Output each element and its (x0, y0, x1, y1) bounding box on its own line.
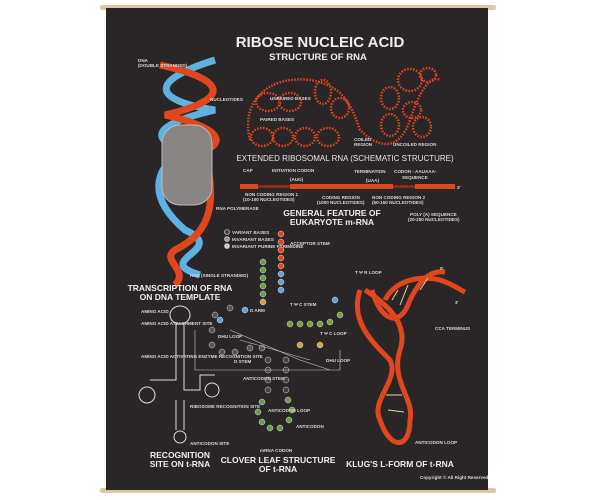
label-anticodon-loop: ANTICODON LOOP (268, 408, 310, 413)
ribosomal-title: EXTENDED RIBOSOMAL RNA (SCHEMATIC STRUCT… (236, 154, 454, 163)
label-3-prime-lform: 3' (455, 300, 459, 305)
label-d-arm: D ARM (250, 308, 265, 313)
lform-title: KLUG'S L-FORM OF t-RNA (346, 459, 454, 469)
label-double-stranded: (DOUBLE STRANDED) (138, 63, 188, 68)
label-termination: TERMINATION (354, 169, 386, 174)
legend-variant: VARIANT BASES (232, 230, 269, 235)
label-3-prime: 3' (457, 185, 461, 190)
label-rna-single: RNA (SINGLE STRANDED) (190, 273, 248, 278)
label-attachment-site: AMINO ACID ATTACHMENT SITE (141, 321, 212, 326)
label-tpsir-loop: T Ψ R LOOP (355, 270, 382, 275)
label-amino-acid: AMINO ACID (141, 309, 169, 314)
label-noncoding-1: NON CODING REGION 1 (245, 192, 299, 197)
label-acceptor-stem: ACCEPTOR STEM (290, 241, 330, 246)
dna-helix-illustration (155, 56, 220, 288)
label-sequence: SEQUENCE (402, 175, 428, 180)
label-coding-size: (1000 NUCLEOTIDES) (317, 200, 365, 205)
mrna-bar (240, 184, 455, 189)
cloverleaf-title: CLOVER LEAF STRUCTURE (221, 455, 336, 465)
legend-invariant: INVARIANT BASES (232, 237, 274, 242)
label-dhu-loop: DHU LOOP (218, 334, 242, 339)
label-anticodon-site: ANTICODON SITE (190, 441, 229, 446)
label-enzyme-recognition: AMINO ACID ACTIVATING ENZYME RECOGNITION… (141, 354, 263, 359)
label-anticodon-loop-lform: ANTICODON LOOP (415, 440, 457, 445)
poster-subtitle: STRUCTURE OF RNA (269, 52, 367, 63)
ribosomal-rna-illustration (246, 66, 441, 148)
label-uncoiled-region: UNCOILED REGION (393, 142, 437, 147)
label-cap: CAP (243, 168, 253, 173)
legend: VARIANT BASES INVARIANT BASES INVARIANT … (224, 229, 303, 249)
mrna-title-2: EUKARYOTE m-RNA (290, 217, 374, 227)
label-anticodon-stem: ANTICODON STEM (243, 376, 285, 381)
cloverleaf-title-2: OF t-RNA (259, 464, 297, 474)
label-dna: DNA (138, 58, 149, 63)
label-5-prime: 5' (440, 266, 444, 271)
label-tpsic-loop: T Ψ C LOOP (320, 331, 347, 336)
label-coiled: COILED (354, 137, 372, 142)
recognition-title: RECOGNITION (150, 450, 210, 460)
label-poly-a-size: (20-250 NUCLEOTIDES) (408, 217, 460, 222)
label-ribosome-recognition: RIBOSOME RECOGNITION SITE (190, 404, 260, 409)
label-rna-polymerase: RNA POLYMERASE (216, 206, 259, 211)
label-dhu-loop-2: DHU LOOP (326, 358, 350, 363)
copyright: Copyright © All Right Reserved (420, 474, 488, 480)
label-initiation-codon: INITIATION CODON (272, 168, 315, 173)
label-anticodon: ANTICODON (296, 424, 324, 429)
poster-title: RIBOSE NUCLEIC ACID (236, 34, 405, 51)
label-aug: (AUG) (290, 177, 304, 182)
label-paired-bases: PAIRED BASES (260, 117, 294, 122)
label-region: REGION (354, 142, 373, 147)
label-nucleotides: NUCLEOTIDES (210, 97, 243, 102)
label-noncoding-2-size: (50-150 NUCLEOTIDES) (372, 200, 424, 205)
transcription-title-2: ON DNA TEMPLATE (140, 292, 221, 302)
mrna-title: GENERAL FEATURE OF (283, 208, 380, 218)
label-codon-sequence: CODON - AAUAAA- (394, 169, 437, 174)
label-tpsic-stem: T Ψ C STEM (290, 302, 317, 307)
transcription-title: TRANSCRIPTION OF RNA (128, 283, 233, 293)
label-noncoding-1-size: (10-100 NUCLEOTIDES) (243, 197, 295, 202)
label-poly-a: POLY (A) SEQUENCE (410, 212, 457, 217)
cloverleaf-illustration (194, 230, 344, 432)
lform-illustration (354, 269, 467, 445)
recognition-title-2: SITE ON t-RNA (150, 459, 210, 469)
label-cca-terminus: CCA TERMINUS (435, 326, 470, 331)
recognition-site-illustration (138, 305, 220, 444)
label-unpaired-bases: UNPAIRED BASES (270, 96, 311, 101)
label-d-stem: D STEM (234, 359, 252, 364)
label-uaa: (UAA) (366, 178, 379, 183)
poster-background (106, 8, 488, 490)
label-noncoding-2: NON CODING REGION 2 (372, 195, 426, 200)
rna-polymerase-shape (161, 124, 213, 206)
label-mrna-codon: mRNA CODON (260, 448, 293, 453)
legend-purine-pyrimidine: INVARIANT PURINE PYRIMIDINE (232, 244, 303, 249)
label-coding-region: CODING REGION (322, 195, 360, 200)
